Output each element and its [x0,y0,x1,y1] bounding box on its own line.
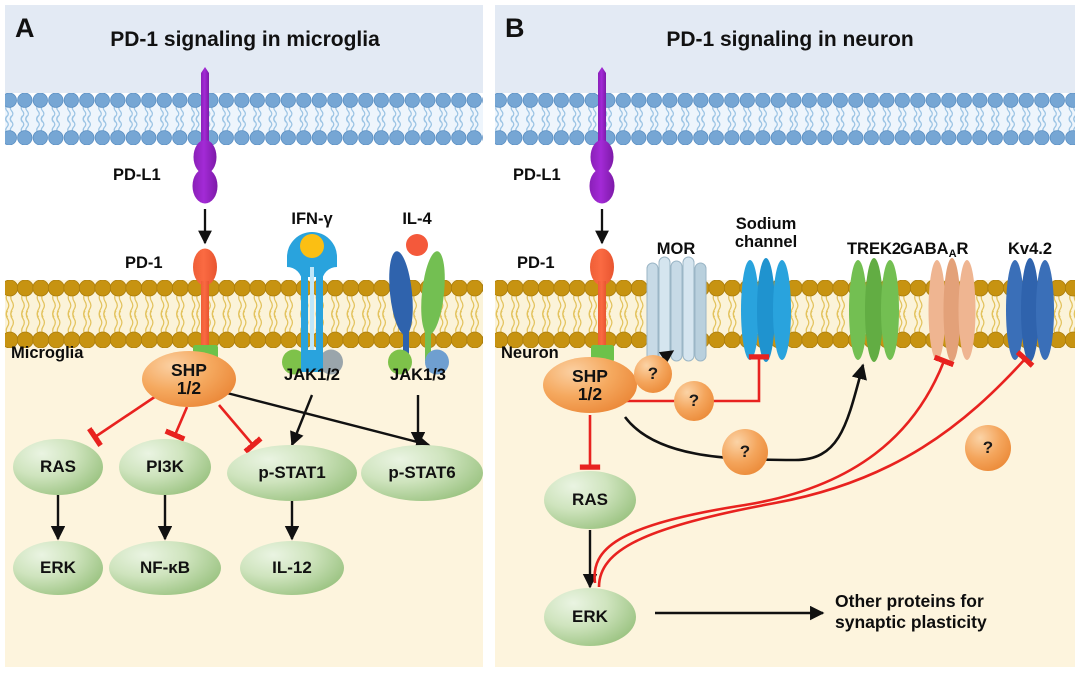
label-mor: MOR [656,240,696,258]
label-il-4: IL-4 [402,210,432,228]
node-erk-a: ERK [13,541,103,595]
node-erk-b: ERK [544,588,636,646]
label-microglia: Microglia [11,344,84,362]
label-jak1-2: JAK1/2 [284,366,340,384]
label-neuron: Neuron [501,344,559,362]
label-kv4-2: Kv4.2 [1007,240,1053,258]
label-other-proteins: Other proteins for synaptic plasticity [835,591,987,634]
panel-a-extracellular-space [5,5,483,93]
node-ras-b: RAS [544,471,636,529]
label-jak1-3: JAK1/3 [390,366,446,384]
node-shp-line1-b: SHP [572,365,608,386]
node-il-12-a: IL-12 [240,541,344,595]
panel-b-letter: B [505,13,525,43]
label-pd-l1-a: PD-L1 [113,166,161,184]
node-pi3k-a: PI3K [119,439,211,495]
label-pd-1-b: PD-1 [517,254,555,272]
label-gaba-a-r: GABAAR [900,240,969,260]
panel-b-title: PD-1 signaling in neuron [666,28,914,51]
panel-a-title: PD-1 signaling in microglia [110,28,380,51]
panel-a: A PD-1 signaling in microglia [5,5,483,667]
label-other-proteins-line2: synaptic plasticity [835,612,987,633]
node-p-stat1-a: p-STAT1 [227,445,357,501]
node-shp-1-2-a: SHP 1/2 [142,351,236,407]
panel-b-intercellular-gap [495,145,1075,280]
label-ifn-gamma: IFN-γ [291,210,333,228]
membrane-presynaptic-cell-b [495,93,1075,145]
node-nf-kb-a: NF-κB [109,541,221,595]
label-trek2: TREK2 [846,240,902,258]
label-pd-1-a: PD-1 [125,254,163,272]
node-p-stat6-a: p-STAT6 [361,445,483,501]
node-shp-1-2-b: SHP 1/2 [543,357,637,413]
node-unknown-trek2: ? [722,429,768,475]
panel-b: B PD-1 signaling in neuron [495,5,1075,667]
node-unknown-kv42: ? [965,425,1011,471]
node-shp-line1-a: SHP [171,359,207,380]
node-unknown-sodium: ? [674,381,714,421]
panel-a-letter: A [15,13,35,43]
panel-b-vector-layer [495,67,1054,621]
node-shp-line2-a: 1/2 [176,378,202,398]
label-other-proteins-line1: Other proteins for [835,591,984,611]
panel-a-vector-layer [50,67,449,541]
label-sodium-channel: Sodium channel [706,215,826,252]
label-pd-l1-b: PD-L1 [513,166,561,184]
node-shp-line2-b: 1/2 [577,384,603,404]
panel-b-extracellular-space [495,5,1075,93]
node-ras-a: RAS [13,439,103,495]
membrane-microglia [5,280,483,348]
membrane-presynaptic-cell-a [5,93,483,145]
label-sodium-channel-text: Sodium channel [734,215,798,251]
node-unknown-mor: ? [634,355,672,393]
